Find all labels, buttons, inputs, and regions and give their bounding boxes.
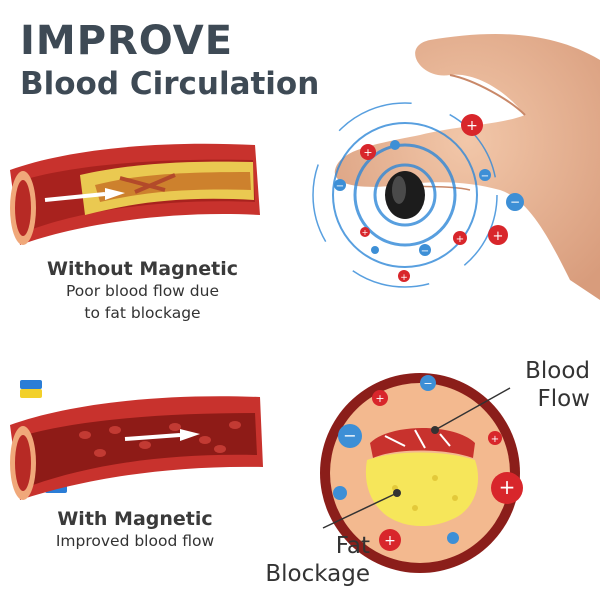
svg-text:−: − [510,195,520,209]
svg-text:−: − [421,246,429,257]
minus-ion-icon [447,532,459,544]
blood-flow-label-1: Blood [525,358,590,384]
svg-text:−: − [336,181,344,192]
svg-text:+: + [375,392,384,405]
plus-ion-icon: + [360,144,376,160]
without-magnetic-desc-2: to fat blockage [84,304,201,322]
svg-text:+: + [499,475,516,499]
svg-text:−: − [481,171,489,182]
clear-vessel-illustration [10,380,263,500]
svg-text:−: − [343,426,356,445]
blood-flow-label: Blood Flow [500,357,590,413]
blood-flow-label-2: Flow [537,386,590,412]
blood-flow-region [370,428,475,458]
fat-blockage-region [365,452,479,527]
without-magnetic-title: Without Magnetic [47,258,238,280]
svg-text:+: + [363,146,372,159]
svg-text:+: + [362,228,369,237]
plus-ion-icon: + [491,472,523,504]
plus-ion-icon: + [360,227,370,237]
fat-blockage-label: Fat Blockage [240,532,370,588]
plus-ion-icon: + [398,270,410,283]
plus-ion-icon: + [488,225,508,245]
svg-text:+: + [384,533,396,549]
minus-ion-icon: − [506,193,524,211]
with-magnetic-desc-1: Improved blood flow [55,532,215,550]
minus-ion-icon [333,486,347,500]
svg-text:+: + [491,434,499,445]
minus-ion-icon: − [479,169,491,182]
svg-text:−: − [423,377,432,390]
minus-ion-icon [371,246,379,254]
fat-blockage-label-1: Fat [335,533,370,559]
svg-text:+: + [400,273,408,283]
page-title: IMPROVE [20,18,234,64]
plus-ion-icon: + [379,529,401,551]
plus-ion-icon: + [372,390,388,406]
minus-ion-icon [390,140,400,150]
minus-ion-icon: − [338,424,362,448]
minus-ion-icon: − [334,179,346,192]
without-magnetic-desc-1: Poor blood flow due [66,282,219,300]
svg-text:+: + [466,118,478,134]
magnetic-ring-icon [385,171,425,219]
hand-illustration: + + + + + + − − − − [312,34,600,301]
with-magnetic-caption: With Magnetic Improved blood flow [20,508,250,552]
magnetic-field [312,102,498,288]
with-magnetic-title: With Magnetic [57,508,213,530]
ion-particles: + + + + + + − − − − [334,114,524,283]
callout-markers [322,387,511,529]
minus-ion-icon: − [419,244,431,257]
ion-particles: − − + + + + [333,375,523,551]
vessel-cross-section: − − + + + + [320,373,523,573]
without-magnetic-caption: Without Magnetic Poor blood flow due to … [30,258,255,324]
plus-ion-icon: + [461,114,483,136]
plus-ion-icon: + [453,231,467,245]
svg-text:+: + [493,229,504,244]
svg-text:+: + [456,234,464,245]
blocked-vessel-illustration [10,143,260,245]
minus-ion-icon: − [420,375,436,391]
plus-ion-icon: + [488,431,502,445]
fat-blockage-label-2: Blockage [265,561,370,587]
page-subtitle: Blood Circulation [20,66,320,102]
